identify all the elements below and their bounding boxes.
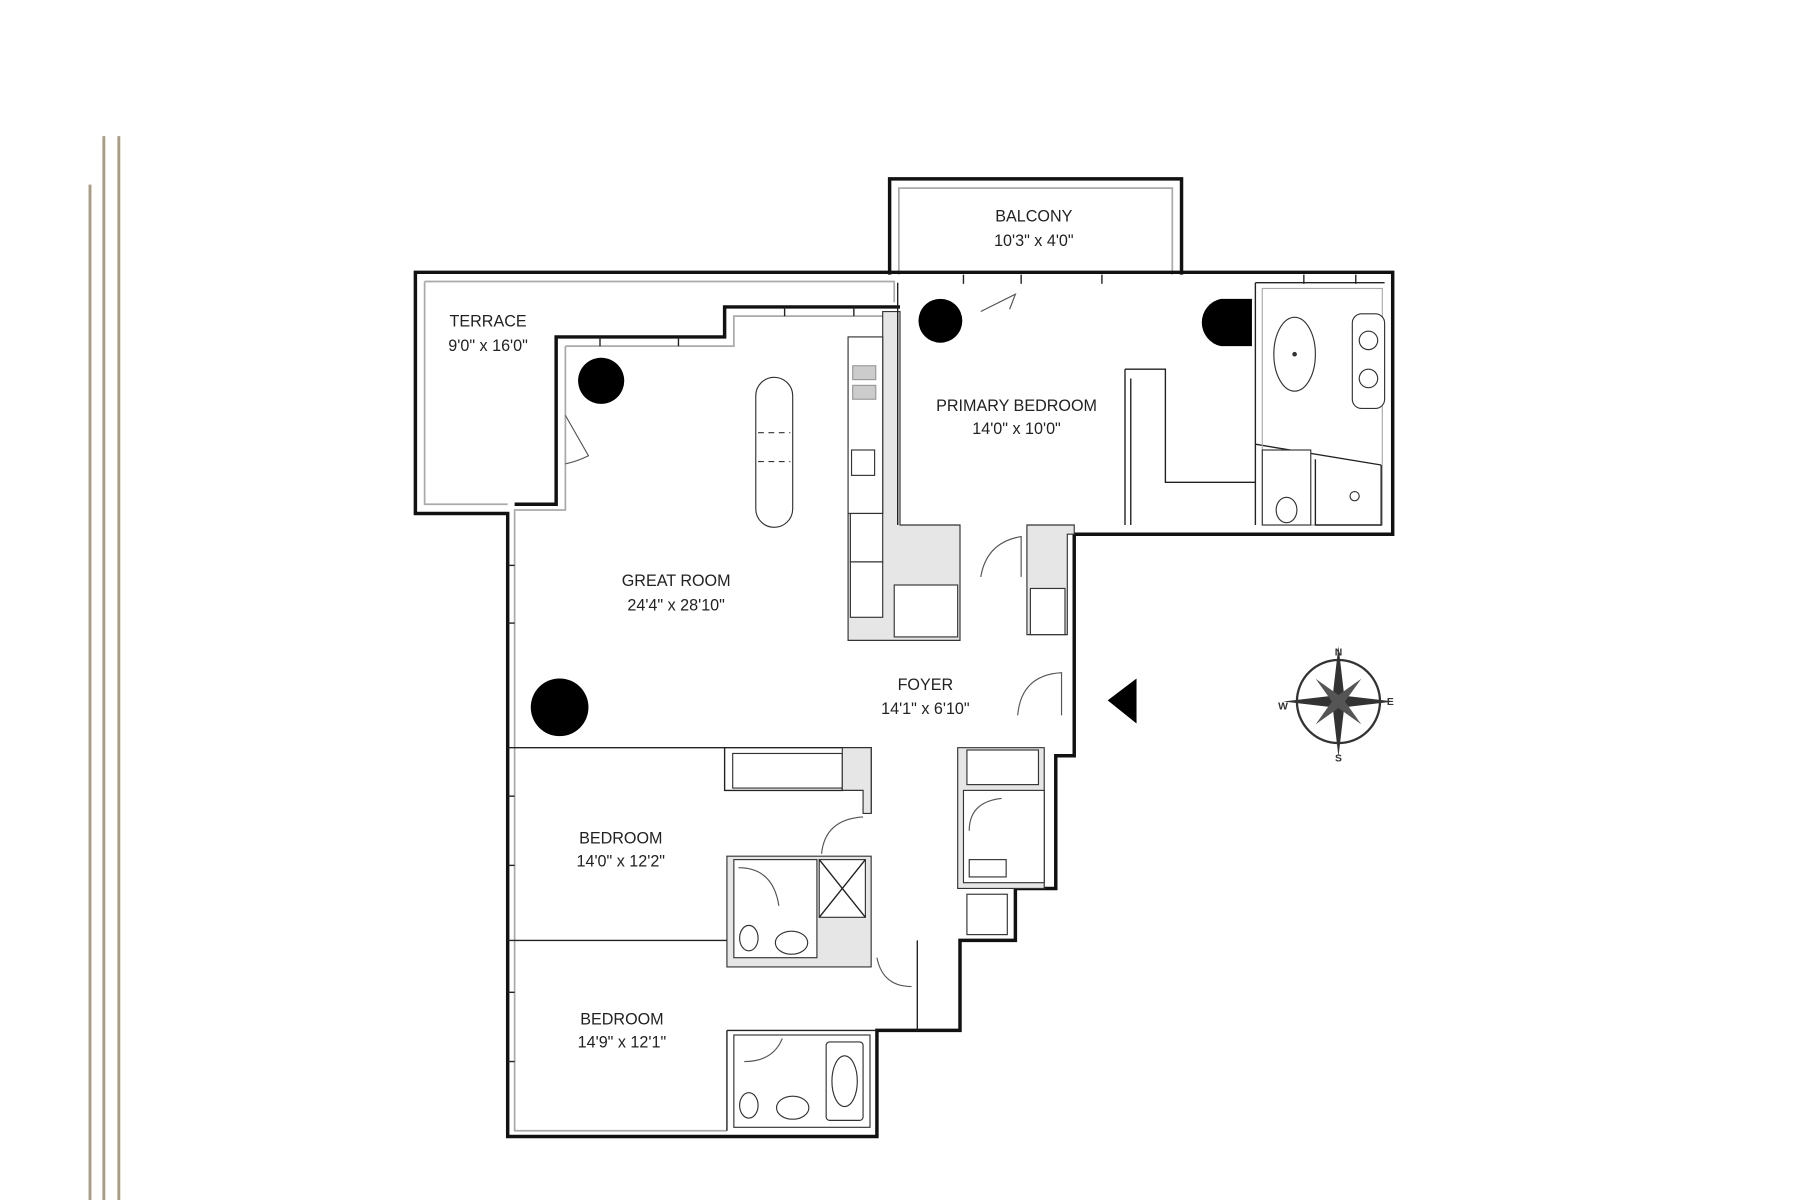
svg-text:24'4" x 28'10": 24'4" x 28'10" <box>627 596 725 614</box>
exterior-wall <box>413 270 1395 1139</box>
svg-text:FOYER: FOYER <box>898 676 954 694</box>
decorative-side-lines <box>88 136 121 1200</box>
svg-text:14'0" x 12'2": 14'0" x 12'2" <box>577 853 666 871</box>
room-label-great-room: GREAT ROOM 24'4" x 28'10" <box>622 572 731 614</box>
bedroom-2 <box>726 940 918 1131</box>
room-label-terrace: TERRACE 9'0" x 16'0" <box>448 313 528 355</box>
primary-suite <box>896 282 1386 636</box>
balcony <box>887 177 1184 275</box>
bedroom-1 <box>507 746 872 968</box>
compass-rose-icon: N E S W <box>1278 646 1394 765</box>
terrace-border <box>423 280 896 506</box>
room-label-bedroom-2: BEDROOM 14'9" x 12'1" <box>578 1011 667 1052</box>
entry-arrow-icon <box>1107 678 1137 724</box>
toilet-icon <box>1275 496 1298 524</box>
svg-text:14'0" x 10'0": 14'0" x 10'0" <box>972 420 1061 438</box>
svg-text:BEDROOM: BEDROOM <box>579 829 662 847</box>
room-label-balcony: BALCONY 10'3" x 4'0" <box>994 208 1074 250</box>
svg-text:TERRACE: TERRACE <box>450 313 527 331</box>
room-label-foyer: FOYER 14'1" x 6'10" <box>881 676 970 718</box>
room-label-bedroom-1: BEDROOM 14'0" x 12'2" <box>577 829 666 870</box>
structural-columns <box>530 298 1252 737</box>
svg-text:N: N <box>1335 647 1343 658</box>
kitchen <box>755 310 961 641</box>
svg-text:10'3" x 4'0": 10'3" x 4'0" <box>994 232 1074 250</box>
svg-text:BALCONY: BALCONY <box>995 208 1072 226</box>
svg-text:9'0" x 16'0": 9'0" x 16'0" <box>448 337 528 355</box>
svg-text:W: W <box>1278 702 1288 713</box>
svg-text:14'9" x 12'1": 14'9" x 12'1" <box>578 1034 667 1052</box>
kitchen-island <box>755 376 794 528</box>
svg-text:14'1" x 6'10": 14'1" x 6'10" <box>881 700 970 718</box>
svg-text:PRIMARY BEDROOM: PRIMARY BEDROOM <box>936 397 1097 415</box>
svg-text:BEDROOM: BEDROOM <box>580 1011 663 1029</box>
hall-bath <box>957 747 1045 936</box>
room-label-primary-bedroom: PRIMARY BEDROOM 14'0" x 10'0" <box>936 397 1097 438</box>
svg-text:GREAT ROOM: GREAT ROOM <box>622 572 731 590</box>
great-room-wall <box>514 305 900 506</box>
svg-text:S: S <box>1335 754 1342 765</box>
svg-text:E: E <box>1387 697 1394 708</box>
